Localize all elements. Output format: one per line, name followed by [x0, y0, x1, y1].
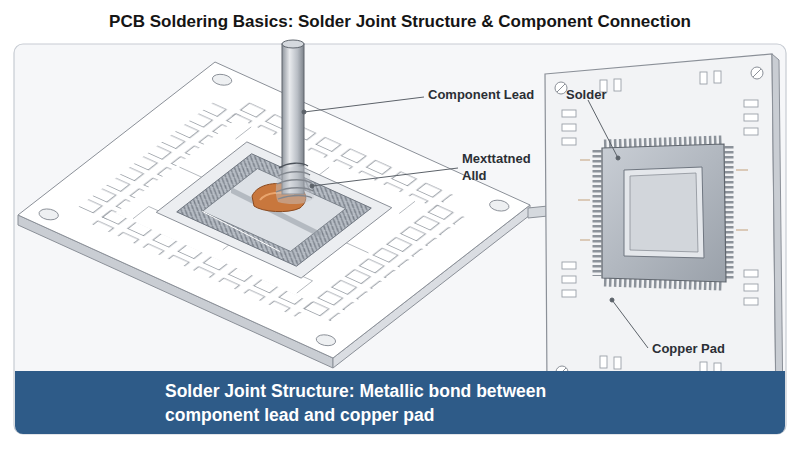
callout-label: Copper Pad — [652, 340, 772, 357]
leader-line — [302, 97, 648, 348]
diagram-title: PCB Soldering Basics: Solder Joint Struc… — [0, 11, 800, 33]
caption-text: Solder Joint Structure: Metallic bond be… — [165, 379, 635, 427]
pad-row — [562, 71, 758, 375]
chip-pins — [597, 140, 729, 286]
qfp-chip — [602, 144, 726, 282]
pcb-board — [18, 62, 530, 358]
frame — [14, 44, 786, 434]
callout-label: Solder — [566, 86, 656, 103]
callout-label: Mexttatned Alld — [462, 150, 544, 184]
callout-label: Component Lead — [428, 86, 578, 103]
caption-band: Solder Joint Structure: Metallic bond be… — [15, 371, 785, 434]
pcb-board-front — [545, 54, 776, 408]
board-link — [528, 206, 548, 218]
